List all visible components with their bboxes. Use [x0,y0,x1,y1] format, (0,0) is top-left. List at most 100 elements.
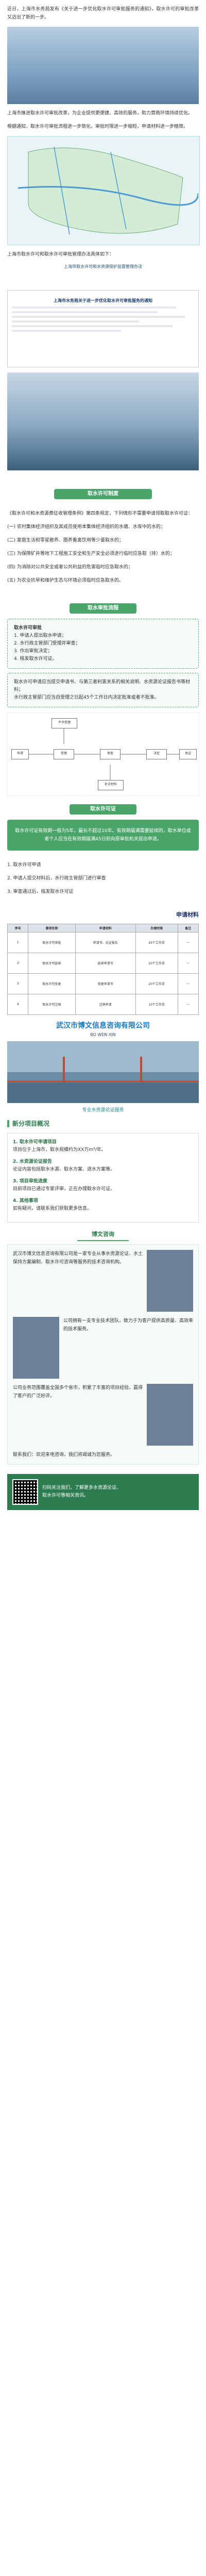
notice-title: 上海市水务局关于进一步优化取水许可审批服务的通知 [54,298,152,303]
approval-step-4: 4. 核发取水许可证。 [14,656,57,662]
bio-text-4: 联系我们：欢迎来电咨询，我们将竭诚为您服务。 [13,1452,115,1458]
flow-node-review: 审查 [100,749,121,759]
news-item-text: 项目位于上海市，取水规模约为XX万m³/年。 [13,1147,106,1153]
news-box: 1. 取水许可申请项目项目位于上海市，取水规模约为XX万m³/年。 2. 水资源… [7,1133,199,1223]
license-panel: 取水许可证有效期一般为5年，最长不超过10年。有效期届满需要延续的，取水单位或者… [7,820,199,851]
table-cell: — [177,953,199,974]
news-accent-bar [7,1120,9,1127]
news-item-text: 论证内容包括取水水源、取水方案、退水方案等。 [13,1167,115,1172]
materials-table: 序号 事项名称 申请材料 办理时限 备注 1 取水许可审批 申请书、论证报告 4… [7,924,199,1015]
rules-paragraph-4: (三) 为保障矿井等地下工程施工安全和生产安全必须进行临时应急取（排）水的； [7,551,175,556]
table-row: 4 取水许可注销 注销申请 10个工作日 — [7,994,199,1015]
bio-photo-2 [13,1317,59,1379]
table-cell: 取水许可延续 [28,953,76,974]
flow-node-issue: 发证 [179,749,197,759]
city-skyline-image [7,27,199,104]
company-name-en: BO WEN XIN [90,1032,116,1037]
rules-section: 《取水许可和水资源费征收管理条例》第四条规定，下列情形不需要申请领取取水许可证：… [0,504,206,595]
materials-logo: 申请材料 [176,911,199,918]
table-cell: 4 [7,994,29,1015]
table-row: 2 取水许可延续 延续申请书 20个工作日 — [7,953,199,974]
news-header: 新分项目概况 [7,1119,199,1128]
license-step-3: 3. 审查通过后，核发取水许可证 [7,889,74,894]
news-title: 新分项目概况 [12,1120,50,1127]
table-cell: 取水许可变更 [28,973,76,994]
table-cell: — [177,994,199,1015]
license-step-2: 2. 申请人提交材料后，水行政主管部门进行审查 [7,876,106,881]
table-cell: 取水许可审批 [28,932,76,953]
footer-line-2: 取水许可等相关资讯。 [42,1493,89,1498]
table-cell: 申请书、论证报告 [75,932,136,953]
table-row: 3 取水许可变更 变更申请书 20个工作日 — [7,973,199,994]
banner-license: 取水许可证 [70,804,136,815]
flow-node-decide: 决定 [146,749,167,759]
rules-paragraph-5: (四) 为消除对公共安全或者公共利益的危害临时应急取水的； [7,565,133,570]
table-cell: 变更申请书 [75,973,136,994]
footer-line-1: 扫码关注我们，了解更多水资源论证、 [42,1485,122,1490]
rules-paragraph-6: (五) 为农业抗旱和维护生态与环境必须临时应急取水的。 [7,578,124,583]
logo-row: 申请材料 [7,910,199,919]
bio-title: 博文咨询 [77,1230,129,1241]
document-section: 上海市水务局关于进一步优化取水许可审批服务的通知 [0,280,206,481]
materials-line-1: 取水许可申请应当提交申请书、与第三者利害关系的相关说明、水资源论证报告书等材料； [14,680,191,692]
rules-paragraph-3: (二) 家庭生活和零星散养、圈养畜禽饮用等少量取水的； [7,538,124,543]
news-item-title: 3. 项目审批进度 [13,1179,47,1184]
license-step-1: 1. 取水许可申请 [7,862,41,868]
approval-box: 取水许可审批 1. 申请人提出取水申请； 2. 水行政主管部门受理并审查； 3.… [7,619,199,669]
table-header: 事项名称 [28,924,76,933]
intro-paragraph-4: 上海市取水许可和取水许可审批管理办法具体如下： [7,252,114,257]
table-header: 办理时限 [135,924,178,933]
article-page: 近日，上海市水务局发布《关于进一步优化取水许可审批服务的通知》，取水许可的审批改… [0,0,206,1510]
approval-step-2: 2. 水行政主管部门受理并审查； [14,641,80,646]
news-item: 3. 项目审批进度目前项目已通过专家评审，正在办理取水许可证。 [13,1178,193,1193]
approval-step-3: 3. 作出审批决定； [14,649,53,654]
bio-box: 武汉市博文信息咨询有限公司是一家专业从事水资源论证、水土保持方案编制、取水许可咨… [7,1244,199,1465]
bio-row: 公司拥有一支专业技术团队，致力于为客户提供高质量、高效率的技术服务。 [13,1317,193,1379]
bridge-image [7,1041,199,1103]
rules-paragraph-1: 《取水许可和水资源费征收管理条例》第四条规定，下列情形不需要申请领取取水许可证： [7,511,193,516]
intro-section: 近日，上海市水务局发布《关于进一步优化取水许可审批服务的通知》，取水许可的审批改… [0,0,206,280]
map-caption: 上海市取水许可和水资源保护监督管理办法 [64,264,142,269]
rules-paragraph-2: (一) 农村集体经济组织及其成员使用本集体经济组织的水塘、水库中的水的； [7,524,165,530]
intro-paragraph-1: 近日，上海市水务局发布《关于进一步优化取水许可审批服务的通知》，取水许可的审批改… [7,7,199,20]
flow-node-apply: 申请 [11,749,29,759]
bio-photo-1 [147,1250,193,1312]
banner-permit-system: 取水许可制度 [54,489,152,499]
table-cell: 10个工作日 [135,994,178,1015]
table-cell: 45个工作日 [135,932,178,953]
table-cell: 延续申请书 [75,953,136,974]
news-item-title: 2. 水资源论证报告 [13,1159,52,1164]
table-header: 申请材料 [75,924,136,933]
table-cell: — [177,973,199,994]
bridge-graphic [7,1041,199,1103]
approval-box-title: 取水许可审批 [14,625,42,631]
table-cell: — [177,932,199,953]
notice-document: 上海市水务局关于进一步优化取水许可审批服务的通知 [7,290,199,367]
approval-step-1: 1. 申请人提出取水申请； [14,633,66,638]
license-steps: 1. 取水许可申请 2. 申请人提交材料后，水行政主管部门进行审查 3. 审查通… [0,856,206,906]
table-cell: 3 [7,973,29,994]
table-cell: 注销申请 [75,994,136,1015]
bio-text-2: 公司拥有一支专业技术团队，致力于为客户提供高质量、高效率的技术服务。 [63,1318,194,1332]
bio-photo-3 [147,1384,193,1446]
news-item-title: 1. 取水许可申请项目 [13,1140,57,1145]
flowchart-connectors [28,728,182,780]
news-item-text: 如有疑问，请联系我们获取更多信息。 [13,1206,92,1211]
footer: 扫码关注我们，了解更多水资源论证、 取水许可等相关资讯。 [7,1474,199,1510]
table-cell: 20个工作日 [135,973,178,994]
water-map-image [7,136,200,245]
table-row: 1 取水许可审批 申请书、论证报告 45个工作日 — [7,932,199,953]
table-header: 序号 [7,924,29,933]
qr-code-icon[interactable] [12,1479,38,1505]
bridge-caption: 专业水资源论证服务 [82,1108,124,1113]
table-cell: 20个工作日 [135,953,178,974]
bio-text-1: 武汉市博文信息咨询有限公司是一家专业从事水资源论证、水土保持方案编制、取水许可咨… [13,1251,143,1265]
bio-row: 武汉市博文信息咨询有限公司是一家专业从事水资源论证、水土保持方案编制、取水许可咨… [13,1250,193,1312]
table-header: 备注 [177,924,199,933]
news-item: 1. 取水许可申请项目项目位于上海市，取水规模约为XX万m³/年。 [13,1139,193,1154]
table-cell: 2 [7,953,29,974]
materials-box: 取水许可申请应当提交申请书、与第三者利害关系的相关说明、水资源论证报告书等材料；… [7,673,199,707]
table-cell: 1 [7,932,29,953]
news-item-text: 目前项目已通过专家评审，正在办理取水许可证。 [13,1187,115,1192]
news-item: 4. 其他事项如有疑问，请联系我们获取更多信息。 [13,1197,193,1213]
